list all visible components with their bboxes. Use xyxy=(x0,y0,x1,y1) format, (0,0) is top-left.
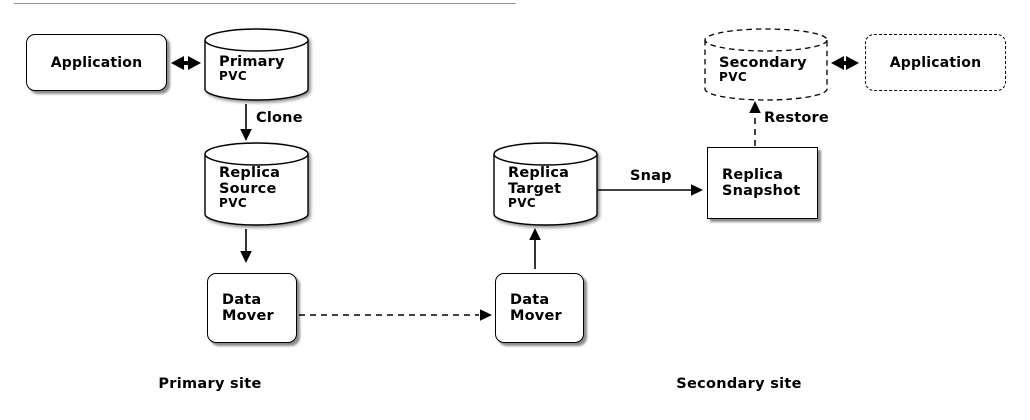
restore-label: Restore xyxy=(764,110,829,126)
node-label-line: Primary xyxy=(219,54,285,70)
secondary-site-caption: Secondary site xyxy=(676,376,802,392)
node-data-mover-secondary: Data Mover xyxy=(495,273,584,343)
node-data-mover-primary: Data Mover xyxy=(207,273,297,343)
snap-arrow xyxy=(598,184,703,196)
node-label-line: Mover xyxy=(222,308,274,324)
node-label-line: Replica xyxy=(219,165,281,181)
node-primary-pvc-label: Primary PVC xyxy=(219,54,285,83)
node-label-line: Replica xyxy=(722,167,784,183)
node-replica-snapshot: Replica Snapshot xyxy=(707,147,818,219)
replica-target-pvc-cylinder xyxy=(493,142,598,226)
node-label-line: PVC xyxy=(508,196,537,210)
data-mover-to-replica-target-arrow xyxy=(529,228,541,269)
node-label-line: Mover xyxy=(510,308,562,324)
node-data-mover-secondary-label: Data Mover xyxy=(510,292,562,324)
node-replica-target-pvc-label: Replica Target PVC xyxy=(508,165,569,210)
node-label-line: Secondary xyxy=(719,55,807,71)
data-mover-sync-dashed-arrow xyxy=(299,309,492,321)
top-border-artifact-line xyxy=(14,3,516,4)
restore-dashed-arrow xyxy=(749,101,761,146)
node-label-line: Target xyxy=(508,181,562,197)
replica-source-to-data-mover-arrow xyxy=(240,229,252,263)
node-data-mover-primary-label: Data Mover xyxy=(222,292,274,324)
node-label-line: Replica xyxy=(508,165,570,181)
snap-label: Snap xyxy=(630,168,672,184)
node-label-line: PVC xyxy=(219,69,248,83)
node-label-line: Snapshot xyxy=(722,183,801,199)
node-label-line: Source xyxy=(219,181,277,197)
secondary-pvc-cylinder xyxy=(704,28,828,101)
secondary-app-double-arrow xyxy=(831,56,859,70)
node-replica-source-pvc-label: Replica Source PVC xyxy=(219,165,280,210)
node-label-line: PVC xyxy=(219,196,248,210)
node-application-primary: Application xyxy=(26,34,167,91)
replica-source-pvc-cylinder xyxy=(204,142,309,226)
clone-arrow xyxy=(240,104,252,141)
clone-label: Clone xyxy=(256,110,303,126)
node-replica-snapshot-label: Replica Snapshot xyxy=(722,167,800,199)
node-label-line: PVC xyxy=(719,70,748,84)
node-application-secondary: Application xyxy=(865,34,1006,91)
primary-pvc-cylinder xyxy=(204,28,309,101)
node-label-line: Data xyxy=(510,292,550,308)
node-secondary-pvc-label: Secondary PVC xyxy=(719,55,807,84)
app-primary-double-arrow xyxy=(171,56,201,70)
node-label: Application xyxy=(889,54,982,71)
primary-site-caption: Primary site xyxy=(158,376,262,392)
node-label: Application xyxy=(50,54,143,71)
node-label-line: Data xyxy=(222,292,262,308)
